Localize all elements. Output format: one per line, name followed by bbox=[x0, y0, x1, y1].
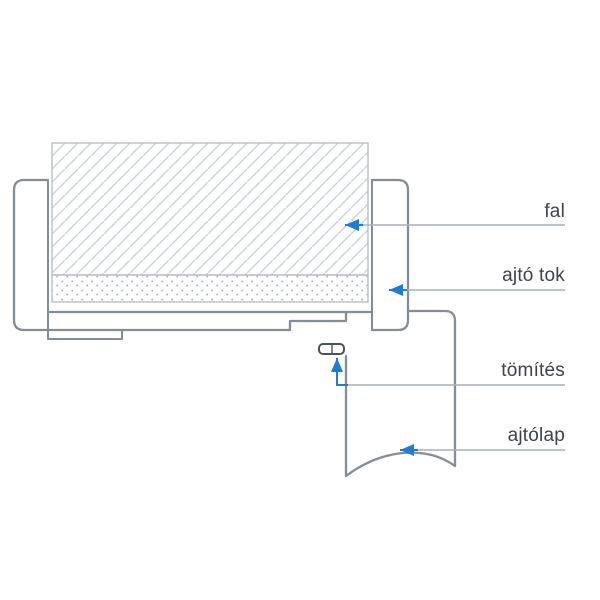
door-frame-right-profile bbox=[370, 178, 410, 332]
seal-arrow bbox=[331, 358, 348, 386]
seal-label: tömítés bbox=[501, 360, 565, 381]
door-leaf-label: ajtólap bbox=[507, 425, 565, 446]
wall-hatched-section bbox=[51, 142, 369, 276]
wall-label: fal bbox=[544, 201, 565, 222]
door-frame-stop-notch bbox=[46, 310, 348, 332]
door-frame-left-profile bbox=[12, 178, 50, 332]
door-frame-label: ajtó tok bbox=[502, 265, 565, 286]
wall-mortar-band bbox=[51, 274, 369, 303]
door-leaf-outline bbox=[344, 309, 457, 478]
door-frame-casing-step bbox=[47, 329, 123, 340]
